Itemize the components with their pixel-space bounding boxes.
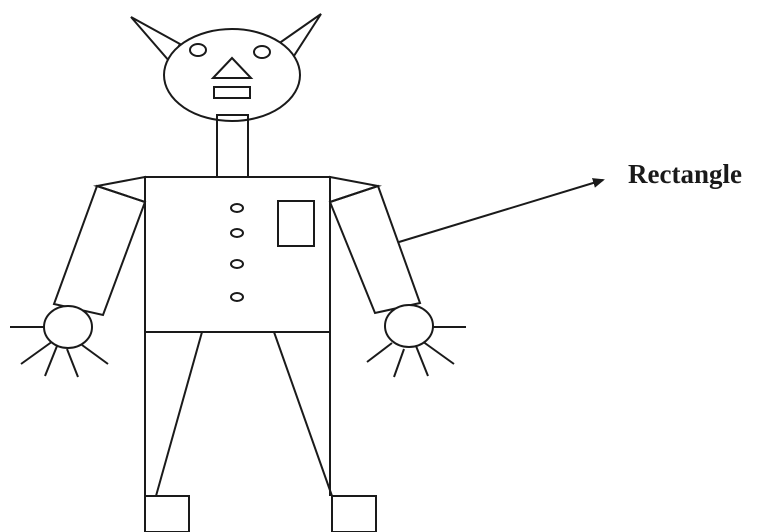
button-1 (231, 204, 243, 212)
right-shoulder (330, 177, 378, 202)
head (164, 29, 300, 121)
pocket-rectangle (278, 201, 314, 246)
left-hand (10, 306, 108, 377)
left-leg-inner (156, 332, 202, 496)
right-hand-circle (385, 305, 433, 347)
annotation-label: Rectangle (628, 159, 742, 190)
button-2 (231, 229, 243, 237)
head-ellipse (164, 29, 300, 121)
right-leg-inner (274, 332, 332, 496)
left-arm-rectangle (54, 186, 145, 315)
left-foot (145, 496, 189, 532)
right-hand (367, 305, 466, 377)
right-arm-rectangle (330, 186, 420, 313)
button-3 (231, 260, 243, 268)
left-hand-circle (44, 306, 92, 348)
annotation-arrow (399, 180, 603, 242)
right-foot (332, 496, 376, 532)
left-shoulder (97, 177, 145, 202)
neck (217, 115, 248, 177)
button-4 (231, 293, 243, 301)
